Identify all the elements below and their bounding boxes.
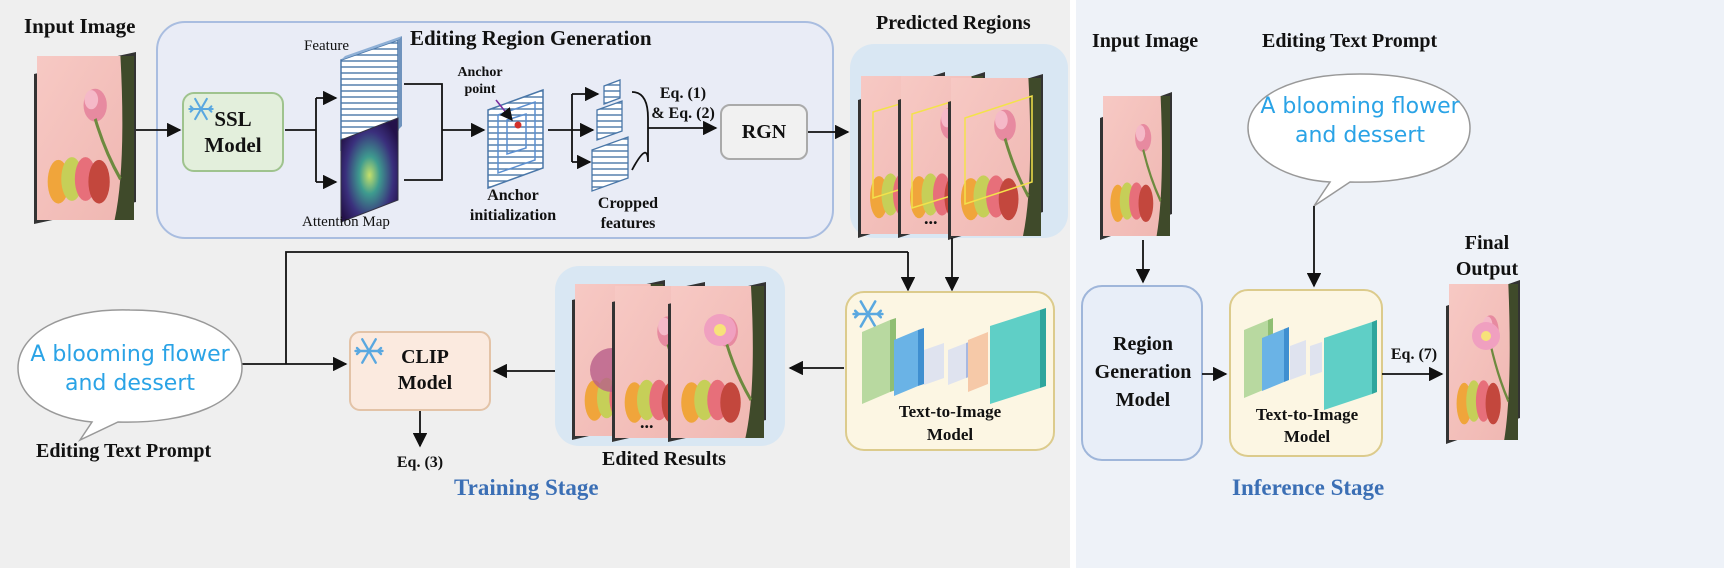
input-image-label: Input Image (24, 14, 136, 38)
predicted-regions-label: Predicted Regions (876, 12, 1031, 34)
clip-equation: Eq. (3) (396, 454, 444, 471)
attention-map-label: Attention Map (302, 214, 390, 230)
ssl-model-box: SSL Model (182, 92, 284, 172)
rgn-box: RGN (720, 104, 808, 160)
region-generation-title: Editing Region Generation (410, 26, 652, 50)
network-layers-icon (862, 308, 1046, 404)
edited-ellipsis: ... (640, 412, 654, 432)
anchor-point-label: Anchor point (457, 65, 503, 97)
training-stage-label: Training Stage (454, 475, 599, 500)
region-equations: Eq. (1) & Eq. (2) (651, 85, 715, 122)
predicted-region-images (858, 72, 1043, 240)
attention-map-image (340, 117, 399, 223)
predicted-ellipsis: ... (924, 208, 938, 228)
input-image-inference (1100, 92, 1172, 240)
editing-text-prompt-label-training: Editing Text Prompt (36, 440, 212, 462)
snowflake-icon (188, 97, 214, 121)
cropped-features-label: Cropped features (597, 195, 659, 232)
prompt-bubble-inference (1247, 73, 1471, 207)
feature-label: Feature (304, 38, 349, 54)
cropped-features-icon (591, 79, 629, 192)
anchor-initialization-label: Anchor initialization (469, 187, 557, 224)
region-generation-model-box (1081, 285, 1203, 461)
editing-text-prompt-label-inference: Editing Text Prompt (1262, 30, 1438, 52)
inference-stage-label: Inference Stage (1232, 475, 1385, 500)
network-layers-icon-inference (1244, 318, 1377, 410)
inference-equation: Eq. (7) (1390, 346, 1438, 363)
clip-model-box (349, 331, 491, 411)
t2i-model-label-inference: Text-to-Image Model (1255, 405, 1359, 446)
region-generation-model-label: Region Generation Model (1094, 333, 1192, 411)
final-output-image (1446, 280, 1520, 444)
final-output-label: Final Output (1455, 232, 1519, 280)
prompt-text-inference: A blooming flower and dessert (1260, 94, 1460, 148)
clip-model-label: CLIP Model (397, 346, 453, 394)
prompt-bubble-training (17, 309, 243, 442)
feature-map-icon (340, 36, 402, 152)
input-image-training (34, 52, 136, 224)
prompt-text-training: A blooming flower and dessert (30, 342, 230, 396)
inference-input-image-label: Input Image (1092, 30, 1199, 52)
edited-results-label: Edited Results (602, 448, 726, 470)
t2i-model-label-training: Text-to-Image Model (898, 402, 1002, 444)
edited-result-images (572, 280, 766, 442)
